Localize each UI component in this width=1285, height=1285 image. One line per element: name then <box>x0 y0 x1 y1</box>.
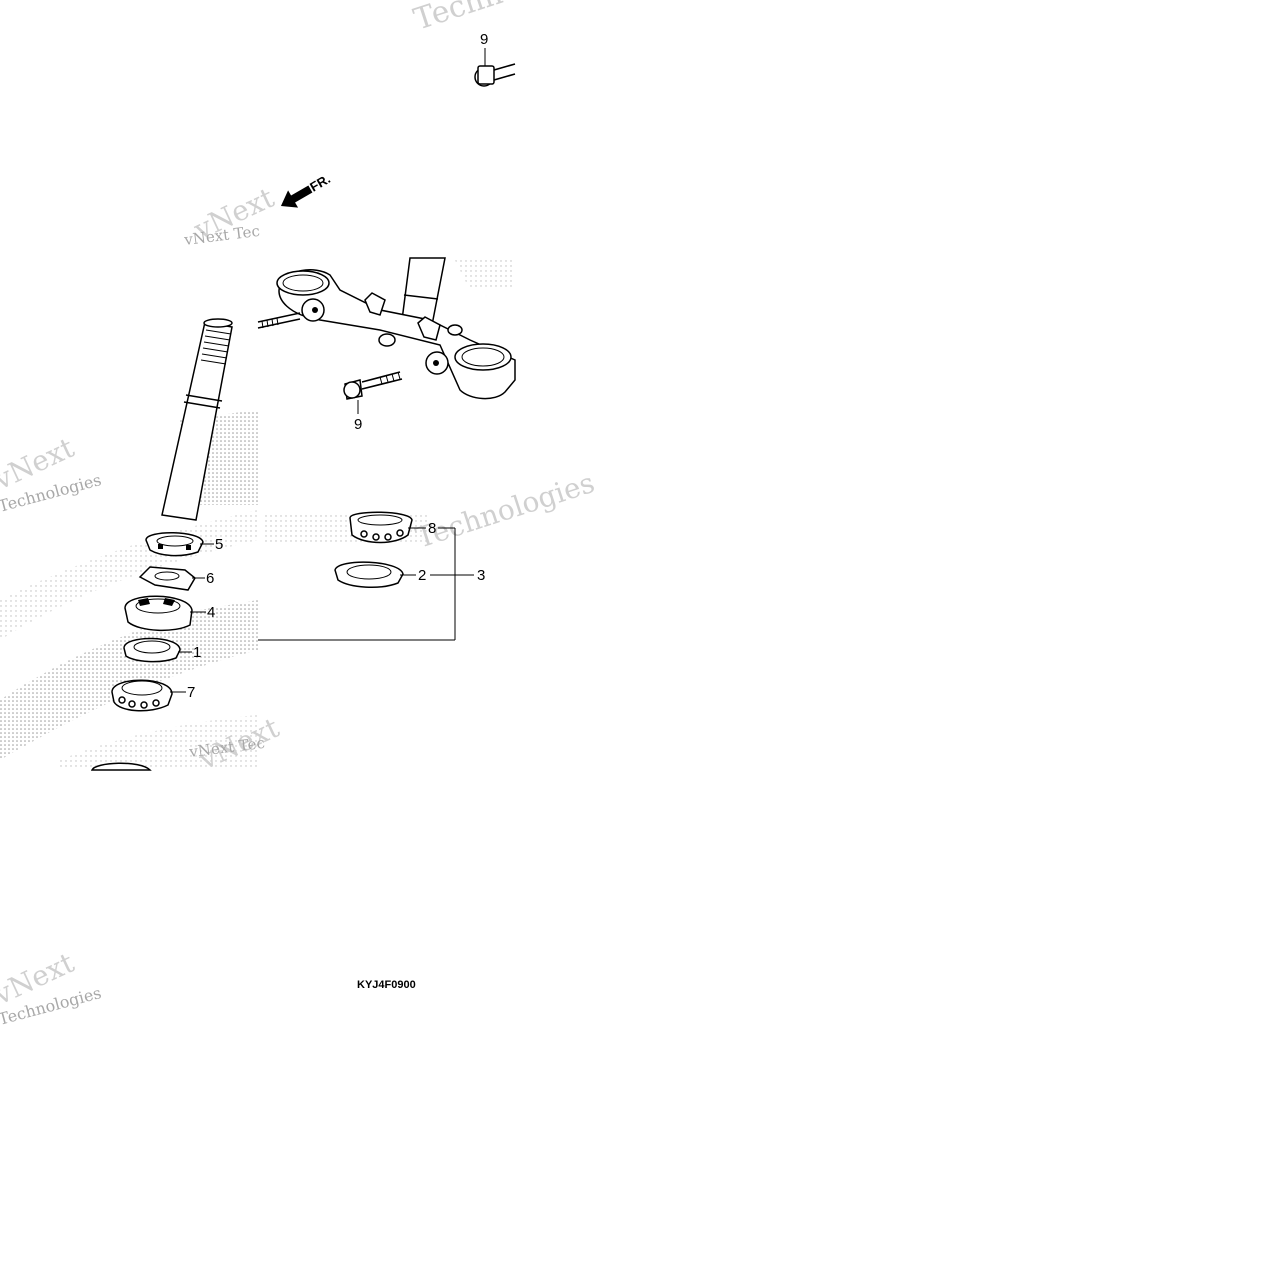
watermark-technologies-3: Technologies <box>412 466 598 555</box>
part-4-adjusting-nut <box>124 595 193 632</box>
bolt-lower <box>343 371 403 414</box>
callout-9-top: 9 <box>480 31 488 48</box>
part-7-ball-race <box>111 679 173 712</box>
callout-1: 1 <box>193 644 201 661</box>
top-bridge <box>257 257 516 400</box>
callout-6: 6 <box>206 570 214 587</box>
partial-part-bottom <box>90 762 152 771</box>
watermark-group: Technologies vNext vNext Tec vNext Techn… <box>0 0 609 1029</box>
part-1-dust-seal <box>123 637 181 663</box>
background-logo-stipple <box>0 258 515 770</box>
callout-4: 4 <box>207 604 215 621</box>
callout-5: 5 <box>215 536 223 553</box>
figure-code: KYJ4F0900 <box>357 979 416 991</box>
bolt-top <box>474 48 516 87</box>
callout-9-bottom: 9 <box>354 416 362 433</box>
callout-7: 7 <box>187 684 195 701</box>
callout-3: 3 <box>477 567 485 584</box>
callout-2: 2 <box>418 567 426 584</box>
front-direction-arrow: FR. <box>280 171 333 208</box>
part-2-outer-race <box>334 561 404 588</box>
part-6-lock-washer <box>138 566 196 591</box>
part-5-lock-nut <box>145 532 204 557</box>
watermark-technologies-top: Technologies <box>410 0 610 38</box>
part-8-upper-bearing <box>349 511 413 544</box>
callout-8: 8 <box>428 520 436 537</box>
steering-stem <box>161 318 233 521</box>
callout-bracket-3 <box>258 527 474 641</box>
